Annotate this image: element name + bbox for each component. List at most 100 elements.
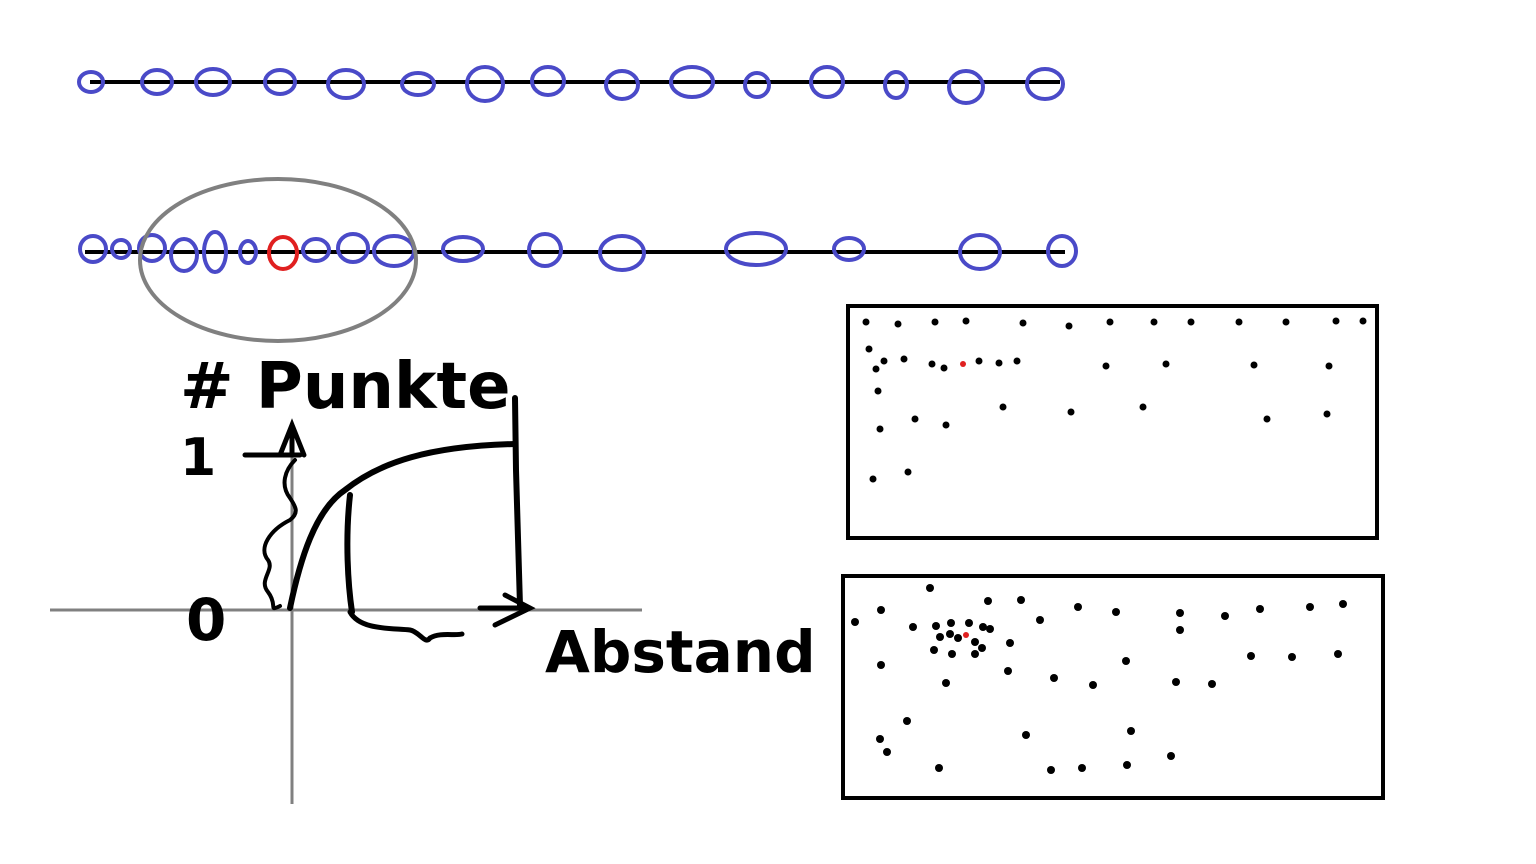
scatter-dot: [880, 357, 888, 365]
distance-graph: # Punkte Abstand 1 0: [50, 350, 816, 804]
inner-bracket-line: [344, 492, 355, 615]
point-circle: [169, 237, 199, 273]
scatter-dot: [1208, 680, 1216, 688]
scatter-dot: [1102, 362, 1110, 370]
scatter-dot: [869, 475, 877, 483]
point-circle: [238, 239, 258, 265]
scatter-dot: [1122, 657, 1130, 665]
scatter-dot: [971, 650, 979, 658]
scatter-dot: [948, 650, 956, 658]
uniform-dots-panel: [846, 304, 1379, 540]
scatter-dot: [1176, 626, 1184, 634]
scatter-dot: [931, 318, 939, 326]
scatter-dot: [947, 619, 955, 627]
scatter-dot: [986, 625, 994, 633]
point-circle: [958, 233, 1002, 271]
scatter-dot: [975, 357, 983, 365]
scatter-dot: [1247, 652, 1255, 660]
scatter-dot: [883, 748, 891, 756]
point-circle: [441, 235, 485, 263]
x-axis-label: Abstand: [545, 618, 816, 686]
clustered-dots-panel: [841, 574, 1385, 800]
point-circle: [669, 65, 715, 99]
point-circle: [77, 70, 105, 94]
scatter-dot: [942, 679, 950, 687]
scatter-dot: [894, 320, 902, 328]
tick-zero-label: 0: [186, 586, 226, 654]
scatter-dot: [1288, 653, 1296, 661]
scatter-dot: [1089, 681, 1097, 689]
point-circle: [724, 231, 788, 267]
neighborhood-ellipse: [138, 177, 418, 343]
horizontal-brace: [347, 609, 465, 643]
scatter-dot: [1332, 317, 1340, 325]
scatter-dot: [1139, 403, 1147, 411]
point-circle: [883, 70, 909, 100]
point-circle: [1025, 67, 1065, 101]
scatter-dot: [965, 619, 973, 627]
point-circle: [78, 234, 108, 264]
vertical-brace: [262, 458, 298, 611]
cdf-curve: [287, 441, 518, 611]
scatter-dot: [1221, 612, 1229, 620]
scatter-dot: [1359, 317, 1367, 325]
tick-one-label: 1: [180, 428, 216, 488]
y-arrow: [277, 418, 307, 458]
scatter-dot: [1050, 674, 1058, 682]
point-circle: [465, 65, 505, 103]
scatter-dot: [1006, 639, 1014, 647]
point-circle: [1046, 234, 1078, 268]
arrow-to-abstand: [477, 592, 536, 628]
scatter-dot: [1112, 608, 1120, 616]
scatter-dot: [1127, 727, 1135, 735]
scatter-dot: [877, 661, 885, 669]
scatter-dot: [904, 468, 912, 476]
point-circle: [140, 68, 174, 96]
scatter-dot: [1022, 731, 1030, 739]
scatter-dot: [1172, 678, 1180, 686]
point-circle: [194, 67, 232, 97]
scatter-dot: [936, 633, 944, 641]
point-circle: [527, 232, 563, 268]
scatter-dot: [978, 644, 986, 652]
scatter-dot: [1047, 766, 1055, 774]
selected-dot-red: [960, 361, 966, 367]
scatter-dot: [1067, 408, 1075, 416]
scatter-dot: [946, 630, 954, 638]
scatter-dot: [872, 365, 880, 373]
point-circle: [336, 232, 370, 264]
scatter-dot: [1123, 761, 1131, 769]
scatter-dot: [935, 764, 943, 772]
scatter-dot: [1250, 361, 1258, 369]
scatter-dot: [851, 618, 859, 626]
scatter-dot: [984, 597, 992, 605]
scatter-dot: [903, 717, 911, 725]
scatter-dot: [999, 403, 1007, 411]
scatter-dot: [1106, 318, 1114, 326]
scatter-dot: [876, 735, 884, 743]
scatter-dot: [874, 387, 882, 395]
scatter-dot: [1074, 603, 1082, 611]
scatter-dot: [1323, 410, 1331, 418]
scatter-dot: [979, 623, 987, 631]
scatter-dot: [928, 360, 936, 368]
scatter-dot: [1065, 322, 1073, 330]
scatter-dot: [1167, 752, 1175, 760]
point-circle: [809, 65, 845, 99]
scatter-dot: [995, 359, 1003, 367]
scatter-dot: [926, 584, 934, 592]
scatter-dot: [1036, 616, 1044, 624]
scatter-dot: [940, 364, 948, 372]
scatter-dot: [1325, 362, 1333, 370]
point-circle: [530, 65, 566, 97]
scatter-dot: [954, 634, 962, 642]
scatter-dot: [1013, 357, 1021, 365]
scatter-dot: [1017, 596, 1025, 604]
selected-dot-red: [963, 632, 969, 638]
point-circle: [326, 68, 366, 100]
scatter-dot: [1004, 667, 1012, 675]
scatter-dot: [1282, 318, 1290, 326]
scatter-dot: [1150, 318, 1158, 326]
y-axis-label: # Punkte: [180, 350, 511, 424]
